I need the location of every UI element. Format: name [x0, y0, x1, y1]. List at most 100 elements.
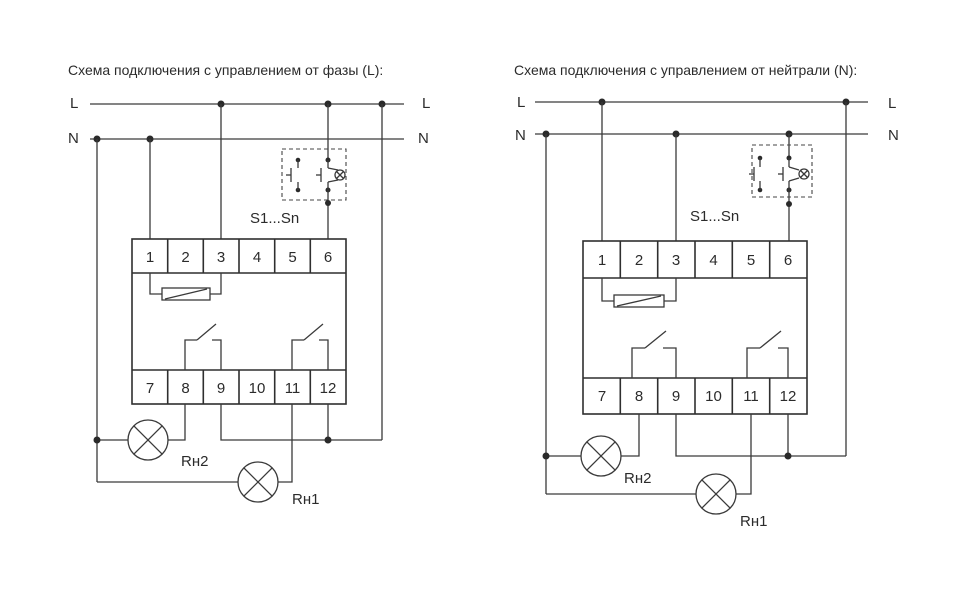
coil-wire: [210, 273, 222, 295]
left-diagram: Схема подключения с управлением от фазы …: [68, 62, 430, 508]
lamp-cross: [701, 479, 731, 509]
left-relay-contact-1: [184, 323, 222, 370]
contact-blade: [644, 330, 667, 349]
left-terminal: 1: [146, 249, 154, 266]
right-switch-group: [749, 144, 813, 198]
left-bus-n-label-right: N: [418, 130, 429, 147]
right-indicator-lamp-icon: [798, 168, 810, 180]
left-junction: [93, 436, 101, 444]
right-bus-n-label-right: N: [888, 127, 899, 144]
contact-wire: [319, 339, 329, 370]
coil-body: [161, 287, 211, 301]
contact-wire: [631, 347, 645, 378]
right-load-1-lamp-icon: [695, 473, 737, 515]
left-top-cells: [166, 239, 312, 273]
right-terminal: 7: [598, 388, 606, 405]
contact-wire: [184, 339, 197, 370]
lamp-cross: [586, 441, 616, 471]
coil-mark: [616, 295, 662, 307]
switch-wire: [327, 167, 339, 171]
right-load-2-label: Rн2: [624, 470, 651, 487]
left-wire-t9-l: [220, 404, 382, 441]
lamp-cross: [800, 170, 808, 178]
lamp-body: [695, 473, 737, 515]
right-diagram: Схема подключения с управлением от нейтр…: [514, 62, 899, 530]
right-junction: [542, 452, 550, 460]
left-switch-label: S1...Sn: [250, 210, 299, 227]
right-bus-l-label: L: [517, 94, 525, 111]
contact-wire: [291, 339, 304, 370]
right-wire-t8-load2: [621, 414, 640, 457]
left-title: Схема подключения с управлением от фазы …: [68, 62, 383, 78]
left-bus-l-label: L: [70, 95, 78, 112]
contact-blade: [196, 323, 217, 341]
left-load-2-lamp-icon: [127, 419, 169, 461]
left-terminal: 10: [249, 380, 266, 397]
left-junction: [324, 436, 332, 444]
right-top-cells: [619, 241, 771, 278]
left-load-1-label: Rн1: [292, 491, 319, 508]
left-junction: [325, 200, 331, 206]
right-switch-label: S1...Sn: [690, 208, 739, 225]
left-terminal: 6: [324, 249, 332, 266]
left-bus-l-label-right: L: [422, 95, 430, 112]
lamp-cross: [133, 425, 163, 455]
right-relay-contact-2: [746, 330, 789, 378]
right-wire-t9-l: [675, 414, 846, 457]
left-terminal: 2: [181, 249, 189, 266]
right-terminal: 9: [672, 388, 680, 405]
coil-wire: [664, 278, 677, 302]
left-bottom-cells: [166, 370, 312, 404]
coil-wire: [149, 273, 162, 295]
lamp-cross: [243, 467, 273, 497]
contact-blade: [759, 330, 782, 349]
left-wire-t11-load1: [278, 404, 293, 483]
right-terminal: 5: [747, 252, 755, 269]
right-junction: [784, 452, 792, 460]
right-terminal: 10: [705, 388, 722, 405]
left-switch-group: [281, 148, 347, 201]
lamp-body: [580, 435, 622, 477]
lamp-body: [237, 461, 279, 503]
right-bus-l-label-right: L: [888, 95, 896, 112]
right-load-2-lamp-icon: [580, 435, 622, 477]
right-bus-n-label: N: [515, 127, 526, 144]
right-relay-coil: [601, 278, 677, 308]
switch-wire: [327, 179, 339, 183]
right-title: Схема подключения с управлением от нейтр…: [514, 62, 857, 78]
left-terminal: 8: [181, 380, 189, 397]
right-terminal: 6: [784, 252, 792, 269]
left-terminal: 7: [146, 380, 154, 397]
left-terminal: 5: [288, 249, 296, 266]
left-load-2-label: Rн2: [181, 453, 208, 470]
coil-body: [613, 294, 665, 308]
left-indicator-lamp-icon: [334, 169, 346, 181]
left-terminal: 3: [217, 249, 225, 266]
left-relay-contact-2: [291, 323, 329, 370]
coil-wire: [601, 278, 614, 302]
left-terminal: 12: [320, 380, 337, 397]
coil-mark: [164, 288, 208, 300]
right-wire-t11-load1: [736, 414, 752, 495]
lamp-body: [127, 419, 169, 461]
contact-blade: [303, 323, 324, 341]
right-terminal: 11: [743, 388, 759, 405]
right-junction: [786, 201, 792, 207]
left-terminal: 9: [217, 380, 225, 397]
contact-wire: [778, 347, 789, 378]
right-terminal: 2: [635, 252, 643, 269]
right-terminal: 12: [780, 388, 797, 405]
contact-wire: [746, 347, 760, 378]
switch-wire: [788, 166, 800, 171]
right-switch-box: [751, 144, 813, 198]
right-load-1-label: Rн1: [740, 513, 767, 530]
contact-wire: [212, 339, 222, 370]
switch-wire: [788, 177, 800, 182]
contact-wire: [663, 347, 677, 378]
right-bottom-cells: [619, 378, 771, 414]
left-wire-t8-load2: [168, 404, 186, 441]
left-terminal: 4: [253, 249, 261, 266]
right-terminal: 1: [598, 252, 606, 269]
